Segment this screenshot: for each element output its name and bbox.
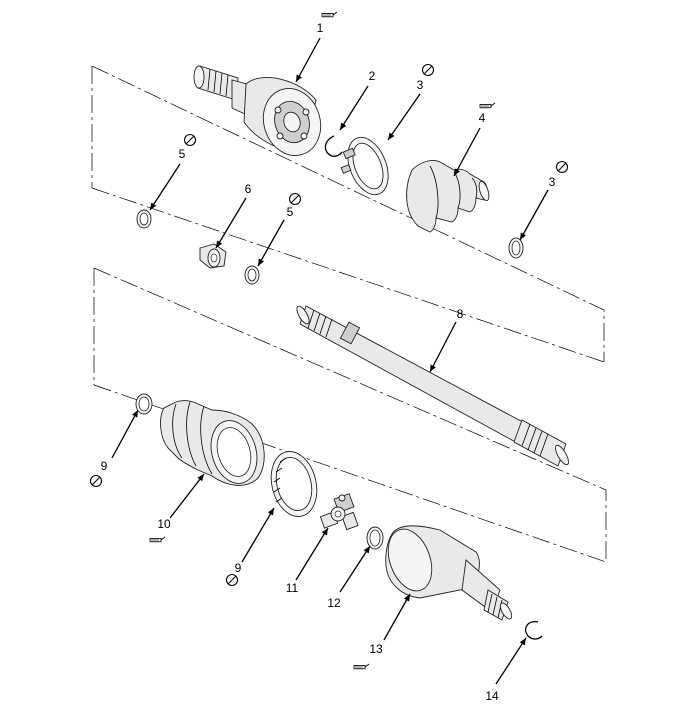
circlip-2 bbox=[324, 135, 343, 157]
callout-2: 2 bbox=[369, 69, 376, 83]
boot-band-3-small bbox=[508, 237, 524, 259]
grease-tube-icon bbox=[149, 536, 166, 543]
grease-tube-icon bbox=[353, 663, 370, 670]
callout-9: 9 bbox=[101, 459, 108, 473]
callout-4: 4 bbox=[479, 111, 486, 125]
boot-band-9-large bbox=[270, 451, 318, 517]
callout-3: 3 bbox=[417, 78, 424, 92]
no-reuse-icon bbox=[421, 63, 435, 77]
no-reuse-icon bbox=[225, 573, 239, 587]
symbol-markers bbox=[89, 11, 569, 670]
circlip-12 bbox=[366, 526, 384, 550]
circlip-14 bbox=[524, 621, 543, 640]
no-reuse-icon bbox=[288, 192, 302, 206]
callout-9b: 9 bbox=[235, 561, 242, 575]
callout-6: 6 bbox=[245, 182, 252, 196]
callout-12: 12 bbox=[327, 596, 341, 610]
callout-5: 5 bbox=[179, 147, 186, 161]
callout-8: 8 bbox=[457, 307, 464, 321]
drive-shaft bbox=[296, 305, 569, 467]
callout-labels: 1 2 3 4 3 5 6 5 8 9 10 9 11 12 13 14 bbox=[101, 21, 556, 703]
tripod-spider bbox=[319, 493, 359, 531]
callout-5b: 5 bbox=[287, 205, 294, 219]
no-reuse-icon bbox=[555, 160, 569, 174]
inner-joint-housing bbox=[385, 525, 513, 621]
boot-band-3 bbox=[340, 136, 389, 196]
boot-band-9-small bbox=[135, 393, 153, 415]
no-reuse-icon bbox=[183, 133, 197, 147]
assembly-outline bbox=[91, 65, 607, 563]
callout-3b: 3 bbox=[549, 175, 556, 189]
grease-tube-icon bbox=[479, 102, 496, 109]
no-reuse-icon bbox=[89, 474, 103, 488]
callout-11: 11 bbox=[286, 581, 299, 595]
snap-ring-5 bbox=[136, 209, 152, 229]
callout-14: 14 bbox=[485, 689, 499, 703]
callout-1: 1 bbox=[317, 21, 324, 35]
callout-13: 13 bbox=[369, 642, 383, 656]
outer-boot bbox=[406, 159, 490, 233]
snap-ring-5-b bbox=[244, 265, 260, 285]
callout-10: 10 bbox=[157, 517, 171, 531]
dynamic-damper bbox=[199, 243, 227, 269]
grease-tube-icon bbox=[321, 11, 338, 18]
outer-cv-joint bbox=[193, 65, 322, 156]
inner-boot bbox=[160, 400, 265, 486]
leader-lines bbox=[111, 37, 549, 685]
